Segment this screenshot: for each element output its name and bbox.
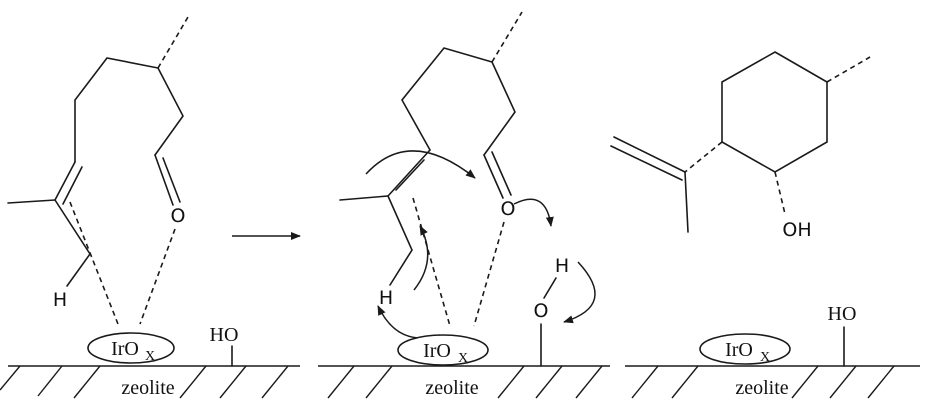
ring-chain-2 (401, 47, 493, 151)
iridium-oxide-particle-2: IrO X (397, 334, 489, 366)
isopropenyl-methyl-bond (684, 171, 689, 233)
carbonyl-bond-2 (483, 154, 504, 199)
alkene-bond-1 (54, 161, 76, 201)
panel-1-adsorbed-citronellal: O H (7, 16, 189, 325)
panel-3-isopulegol: OH HO (610, 51, 871, 367)
carbonyl-double-bond-1 (162, 157, 181, 203)
carbon-chain-1 (74, 57, 159, 163)
alkene-double-bond-2 (395, 159, 425, 191)
adsorption-dash-alkene-1 (69, 201, 119, 325)
zeolite-label-2: zeolite (425, 377, 478, 399)
hydroxyl-oxygen-label: O (534, 300, 549, 322)
hydrogen-label-2: H (379, 287, 393, 309)
allylic-chain-1 (54, 199, 91, 287)
curved-arrow-hydride-transfer (377, 305, 441, 339)
hydrogen-label-1: H (53, 289, 67, 311)
isopropenyl-bond (613, 136, 686, 173)
isopropenyl-double-bond (610, 145, 683, 181)
methyl-stereo-bond-3 (826, 56, 871, 83)
methyl-bond-1 (7, 199, 56, 204)
cyclohexane-ring (721, 51, 828, 173)
catalyst-label-1: IrO (111, 338, 139, 360)
zeolite-surface-1: zeolite (0, 365, 300, 399)
catalyst-label-3: IrO (725, 339, 753, 361)
adsorption-dash-oxygen-1 (139, 228, 176, 325)
catalyst-subscript-3: X (760, 350, 770, 365)
zeolite-surface-3: zeolite (625, 365, 920, 399)
carbon-chain-aldehyde-2 (483, 61, 516, 156)
zeolite-label-1: zeolite (121, 377, 174, 399)
hydroxyl-hydrogen-label: H (555, 255, 569, 277)
catalyst-label-2: IrO (423, 340, 451, 362)
allylic-chain-2 (387, 195, 413, 286)
curved-arrow-oh-bond (563, 261, 596, 324)
iridium-oxide-particle-1: IrO X (87, 332, 175, 364)
alkene-double-bond-1 (62, 166, 83, 205)
oxygen-label-2: O (501, 198, 516, 220)
catalyst-subscript-2: X (458, 351, 468, 366)
carbon-chain-aldehyde-1 (154, 67, 184, 156)
hydroxyl-label: OH (782, 219, 811, 241)
surface-hydroxyl-label-1: HO (210, 324, 239, 346)
curved-arrow-allylic-shift (413, 225, 429, 291)
catalyst-subscript-1: X (145, 349, 155, 364)
curved-arrow-oxygen-to-h (513, 198, 554, 227)
oxygen-label-1: O (171, 205, 186, 227)
hydroxyl-stereo-bond (774, 171, 786, 215)
zeolite-surface-2: zeolite (318, 365, 610, 399)
iridium-oxide-particle-3: IrO X (699, 333, 791, 365)
adsorption-dash-alkene-2 (412, 197, 451, 327)
zeolite-label-3: zeolite (735, 377, 788, 399)
oh-bond-2 (543, 277, 557, 299)
curved-arrow-ring-closure (365, 150, 476, 179)
isopropenyl-stereo-bond (684, 141, 723, 173)
carbonyl-double-bond-2 (491, 151, 512, 196)
adsorption-dash-oxygen-2 (473, 221, 505, 327)
carbonyl-bond-1 (154, 154, 174, 206)
panel-2-cyclization: O H H O (339, 11, 596, 367)
methyl-stereo-bond-1 (157, 16, 189, 69)
methyl-bond-2 (339, 195, 389, 201)
methyl-stereo-bond-2 (491, 11, 523, 63)
alkene-bond-2 (387, 149, 431, 197)
surface-hydroxyl-label-3: HO (828, 303, 857, 325)
